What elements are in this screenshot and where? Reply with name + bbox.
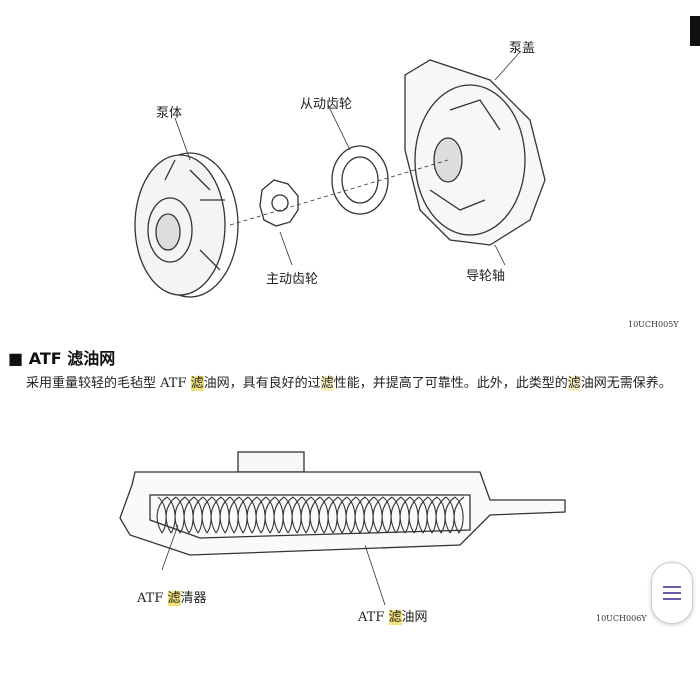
label-stator-shaft: 导轮轴 [466, 269, 506, 284]
label-pump-body: 泵体 [156, 106, 183, 121]
figure-code: 10UCH005Y [628, 320, 679, 329]
section-heading: ■ ATF 滤油网 [8, 349, 116, 368]
text: 油网，具有良好的过 [203, 376, 321, 391]
label-pump-cover: 泵盖 [509, 41, 536, 56]
text: 性能，并提高了可靠性。此外，此类型的 [333, 376, 568, 391]
section-title: ATF 滤油网 [28, 349, 116, 368]
label-drive-gear: 主动齿轮 [266, 272, 319, 287]
text: 清器 [180, 591, 207, 606]
text: 油网无需保养。 [580, 376, 672, 391]
highlight: 滤 [190, 376, 204, 391]
label-atf-strainer: ATF 滤油网 [358, 606, 428, 625]
menu-icon-line [663, 598, 681, 600]
text: ATF [358, 610, 389, 625]
label-driven-gear: 从动齿轮 [300, 97, 353, 112]
label-atf-filter: ATF 滤清器 [137, 587, 207, 606]
menu-icon-line [663, 586, 681, 588]
page-edge-marker [690, 16, 700, 46]
highlight: 滤 [167, 591, 181, 606]
section-paragraph: 采用重量较轻的毛毡型 ATF 滤油网，具有良好的过滤性能，并提高了可靠性。此外，… [26, 374, 686, 394]
text: 采用重量较轻的毛毡型 ATF [26, 376, 191, 391]
highlight: 滤 [320, 376, 334, 391]
highlight: 滤 [567, 376, 581, 391]
figure-code-2: 10UCH006Y [596, 614, 647, 623]
text: 油网 [401, 610, 428, 625]
menu-icon-line [663, 592, 681, 594]
text: ATF [137, 591, 168, 606]
highlight: 滤 [388, 610, 402, 625]
menu-button[interactable] [651, 562, 693, 624]
